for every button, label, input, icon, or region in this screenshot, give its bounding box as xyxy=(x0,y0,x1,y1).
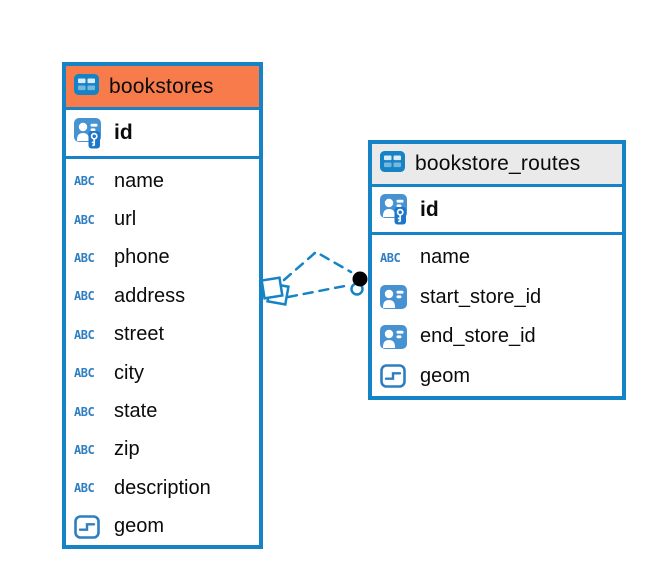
person-icon xyxy=(380,285,412,310)
column-row-zip[interactable]: ABC zip xyxy=(66,431,259,469)
abc-icon: ABC xyxy=(74,250,95,265)
person-key-icon xyxy=(380,194,412,225)
person-key-icon xyxy=(74,117,106,149)
column-row-address[interactable]: ABC address xyxy=(66,277,259,315)
column-row-id[interactable]: id xyxy=(372,187,622,232)
column-name: name xyxy=(420,246,471,269)
column-name: state xyxy=(114,400,158,423)
abc-icon: ABC xyxy=(74,174,95,189)
column-row-description[interactable]: ABC description xyxy=(66,469,259,507)
column-row-state[interactable]: ABC state xyxy=(66,392,259,430)
column-row-geom[interactable]: geom xyxy=(372,357,622,397)
table-bookstore-routes[interactable]: bookstore_routes id ABC name start_store_… xyxy=(368,140,626,400)
table-bookstore-routes-header[interactable]: bookstore_routes xyxy=(372,144,622,187)
column-row-id[interactable]: id xyxy=(66,110,259,156)
table-icon xyxy=(74,73,99,100)
column-row-url[interactable]: ABC url xyxy=(66,200,259,238)
column-row-phone[interactable]: ABC phone xyxy=(66,239,259,277)
column-name: geom xyxy=(114,515,165,538)
column-row-end_store_id[interactable]: end_store_id xyxy=(372,317,622,357)
table-bookstores-header[interactable]: bookstores xyxy=(66,66,259,110)
relationship-line-lower[interactable] xyxy=(286,283,352,299)
abc-icon: ABC xyxy=(74,289,95,304)
column-name: id xyxy=(114,121,133,144)
primary-key-section: id xyxy=(66,110,259,159)
column-name: name xyxy=(114,169,165,192)
abc-icon: ABC xyxy=(74,327,95,342)
abc-icon: ABC xyxy=(74,404,95,419)
abc-icon: ABC xyxy=(74,366,95,381)
column-name: start_store_id xyxy=(420,285,542,308)
geometry-icon xyxy=(74,514,106,539)
column-name: end_store_id xyxy=(420,325,536,348)
column-name: id xyxy=(420,197,439,221)
column-name: url xyxy=(114,208,137,231)
column-name: address xyxy=(114,284,186,307)
column-row-street[interactable]: ABC street xyxy=(66,316,259,354)
relationship-source-marker[interactable] xyxy=(260,276,290,306)
relationship-target-marker[interactable] xyxy=(350,271,368,296)
primary-key-section: id xyxy=(372,187,622,235)
column-name: city xyxy=(114,361,144,384)
column-name: description xyxy=(114,476,211,499)
table-title: bookstore_routes xyxy=(415,152,581,175)
table-title: bookstores xyxy=(109,74,214,98)
geometry-icon xyxy=(380,364,412,389)
abc-icon: ABC xyxy=(74,442,95,457)
column-name: zip xyxy=(114,438,140,461)
column-row-geom[interactable]: geom xyxy=(66,508,259,546)
table-icon xyxy=(380,151,405,177)
column-row-name[interactable]: ABC name xyxy=(66,162,259,200)
person-icon xyxy=(380,324,412,349)
column-row-city[interactable]: ABC city xyxy=(66,354,259,392)
column-name: street xyxy=(114,323,165,346)
column-row-name[interactable]: ABC name xyxy=(372,238,622,278)
column-name: geom xyxy=(420,364,471,387)
abc-icon: ABC xyxy=(74,212,95,227)
column-row-start_store_id[interactable]: start_store_id xyxy=(372,278,622,318)
abc-icon: ABC xyxy=(380,250,401,265)
abc-icon: ABC xyxy=(74,481,95,496)
relationship-line-upper[interactable] xyxy=(282,250,353,282)
column-name: phone xyxy=(114,246,170,269)
columns-section: ABC name start_store_id end_store_id geom xyxy=(372,235,622,396)
